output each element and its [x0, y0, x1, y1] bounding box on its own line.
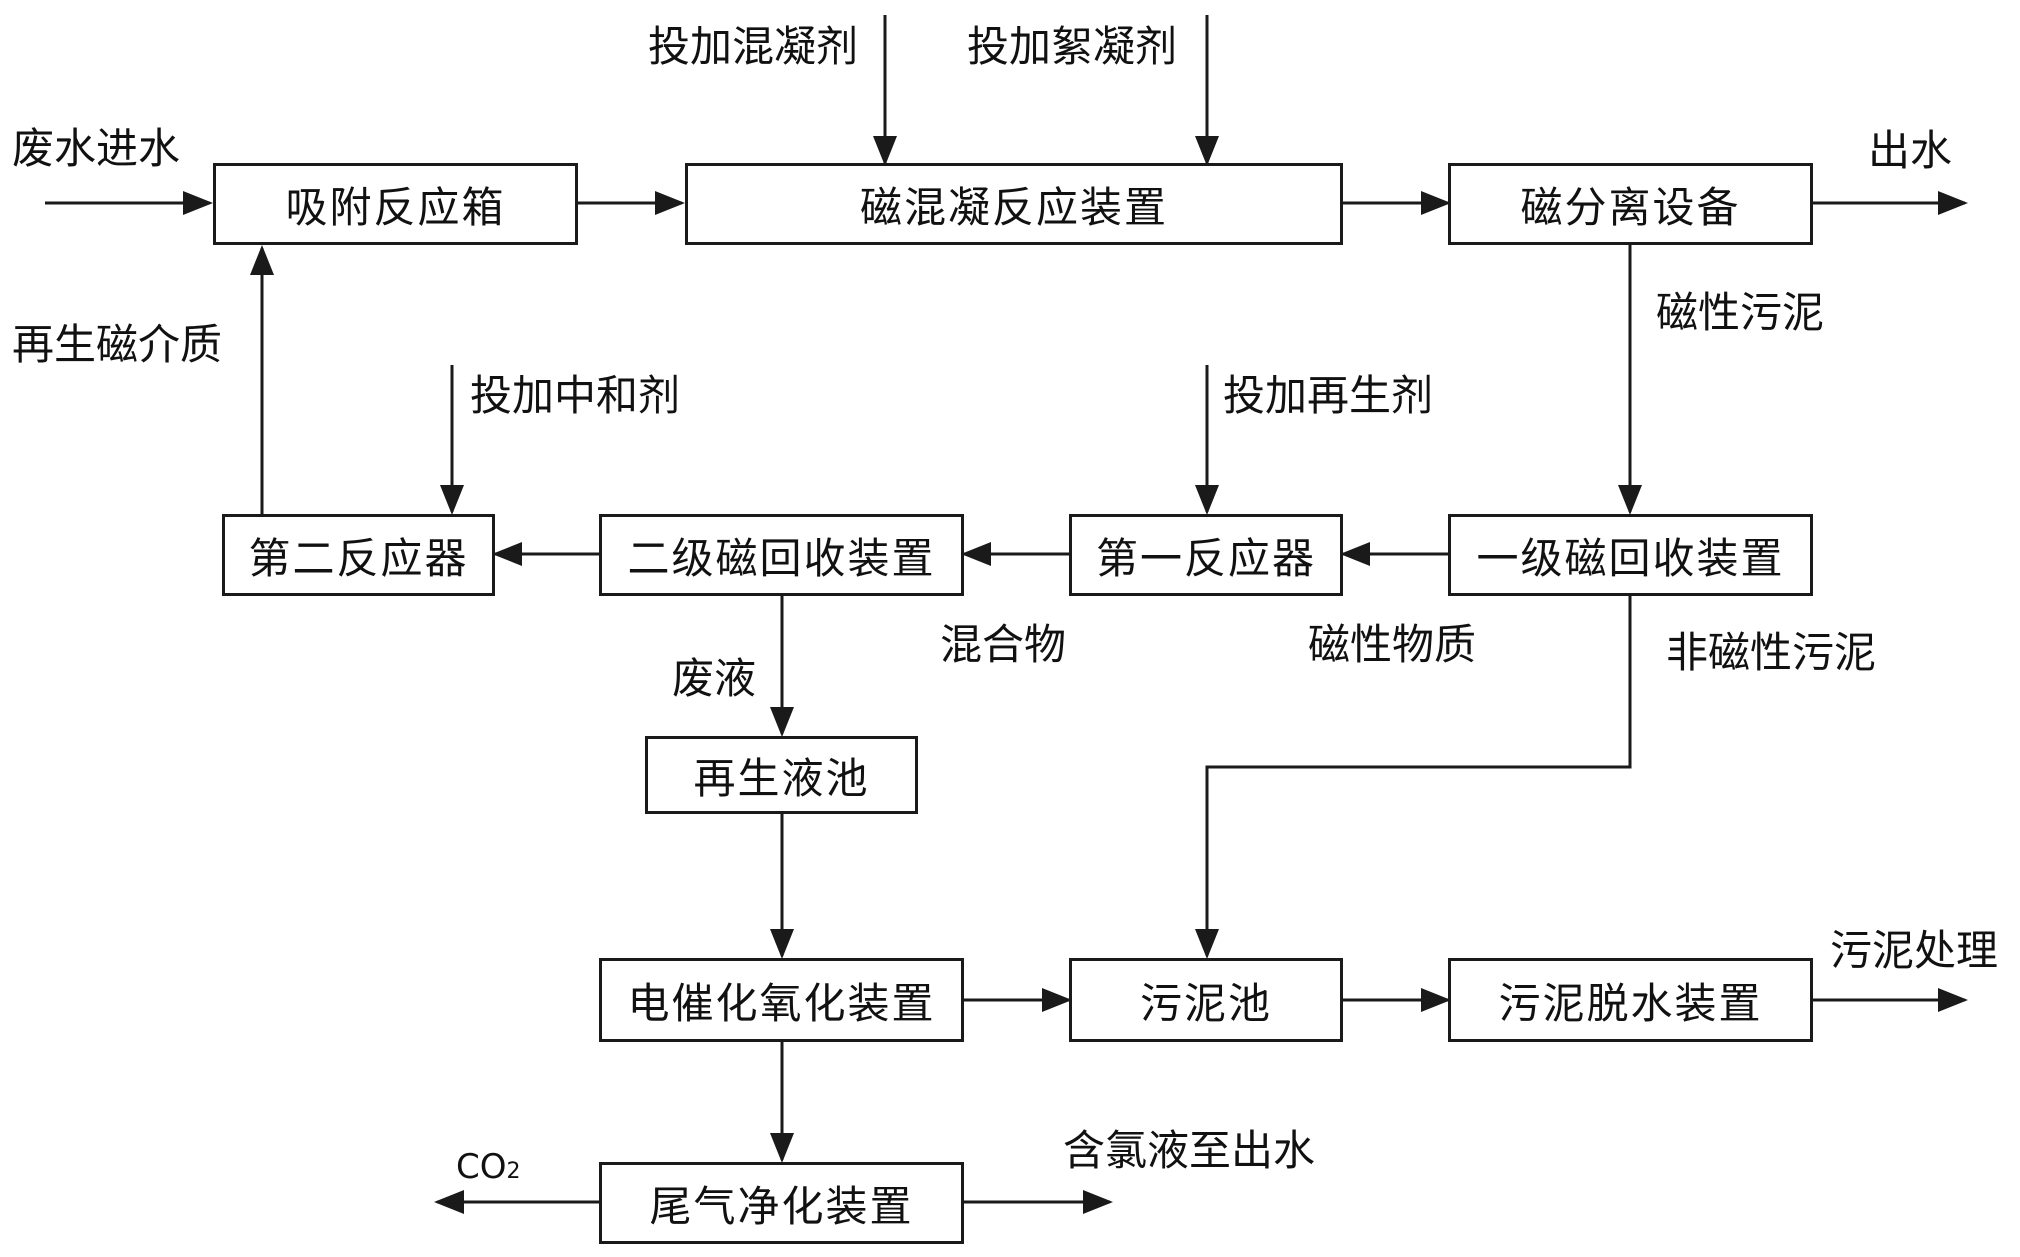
second-reactor-box: 第二反应器	[222, 514, 495, 596]
magnetic-sludge-label: 磁性污泥	[1656, 288, 1825, 337]
first-reactor-box: 第一反应器	[1069, 514, 1343, 596]
electrocatalytic-oxidation-box: 电催化氧化装置	[599, 958, 964, 1042]
co2-label: CO2	[456, 1150, 521, 1184]
add-flocculant-label: 投加絮凝剂	[967, 22, 1178, 71]
effluent-label: 出水	[1868, 126, 1953, 175]
magnetic-separation-equipment-box: 磁分离设备	[1448, 163, 1813, 245]
arrow-nonmagnetic-to-sludge-pool	[1195, 596, 1632, 959]
sludge-treatment-label: 污泥处理	[1830, 926, 1999, 975]
sludge-dewatering-box: 污泥脱水装置	[1448, 958, 1813, 1042]
add-neutralizer-label: 投加中和剂	[470, 371, 681, 420]
regeneration-liquid-pool-box: 再生液池	[645, 736, 918, 814]
waste-liquid-label: 废液	[672, 654, 757, 703]
add-regenerant-label: 投加再生剂	[1223, 371, 1434, 420]
wastewater-inlet-label: 废水进水	[12, 124, 181, 173]
primary-magnetic-recovery-box: 一级磁回收装置	[1448, 514, 1813, 596]
adsorption-tank-box: 吸附反应箱	[213, 163, 578, 245]
regenerated-magnetic-medium-label: 再生磁介质	[12, 320, 223, 369]
chlorine-liquid-to-effluent-label: 含氯液至出水	[1063, 1126, 1316, 1175]
nonmagnetic-sludge-label: 非磁性污泥	[1666, 628, 1877, 677]
magnetic-substance-label: 磁性物质	[1308, 620, 1477, 669]
mixture-label: 混合物	[940, 620, 1067, 669]
sludge-pool-box: 污泥池	[1069, 958, 1343, 1042]
co2-subscript: 2	[506, 1159, 521, 1184]
add-coagulant-label: 投加混凝剂	[648, 22, 859, 71]
tail-gas-purification-box: 尾气净化装置	[599, 1162, 964, 1244]
secondary-magnetic-recovery-box: 二级磁回收装置	[599, 514, 964, 596]
magnetic-coagulation-device-box: 磁混凝反应装置	[685, 163, 1343, 245]
co2-main-text: CO	[456, 1147, 507, 1187]
